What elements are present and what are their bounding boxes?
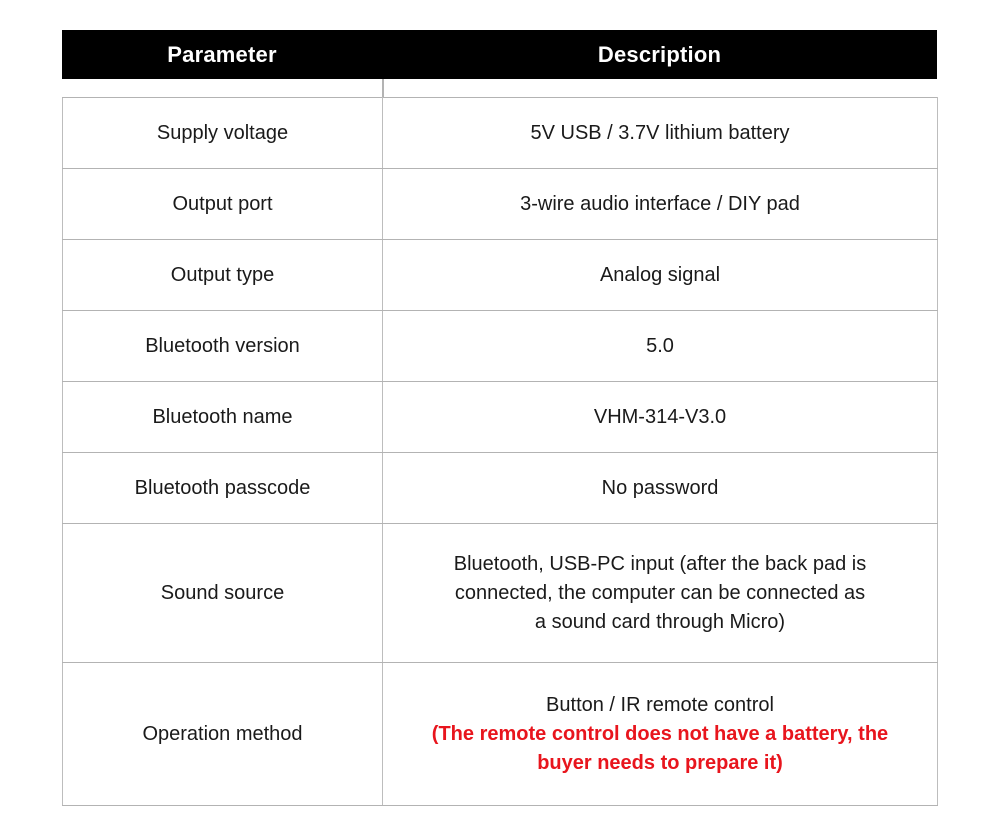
cell-parameter: Sound source [62, 523, 383, 663]
table-row: Output port 3-wire audio interface / DIY … [62, 168, 938, 240]
table-row: Bluetooth name VHM-314-V3.0 [62, 381, 938, 453]
cell-parameter: Bluetooth version [62, 310, 383, 382]
cell-parameter: Bluetooth passcode [62, 452, 383, 524]
description-note-line: buyer needs to prepare it) [537, 751, 783, 774]
cell-description: No password [382, 452, 938, 524]
description-note-line: (The remote control does not have a batt… [431, 722, 889, 745]
table-body: Supply voltage 5V USB / 3.7V lithium batt… [62, 97, 938, 806]
description-line: 3-wire audio interface / DIY pad [520, 192, 800, 215]
table-row: Bluetooth version 5.0 [62, 310, 938, 382]
column-header-parameter: Parameter [167, 41, 277, 67]
column-header-description: Description [597, 41, 722, 67]
description-line: 5V USB / 3.7V lithium battery [530, 121, 790, 144]
description-line: VHM-314-V3.0 [593, 405, 727, 428]
cell-description: 5.0 [382, 310, 938, 382]
table-header-row: Parameter Description [62, 30, 937, 79]
cell-description: Bluetooth, USB-PC input (after the back … [382, 523, 938, 663]
cell-parameter: Output type [62, 239, 383, 311]
cell-description: 5V USB / 3.7V lithium battery [382, 97, 938, 169]
table-row: Output type Analog signal [62, 239, 938, 311]
cell-parameter: Bluetooth name [62, 381, 383, 453]
cell-parameter: Output port [62, 168, 383, 240]
cell-description: Analog signal [382, 239, 938, 311]
header-column-divider [382, 79, 384, 98]
description-line: Analog signal [599, 263, 721, 286]
cell-parameter: Operation method [62, 662, 383, 806]
cell-description: Button / IR remote control (The remote co… [382, 662, 938, 806]
description-line: Button / IR remote control [546, 693, 774, 716]
specification-table: Supply voltage 5V USB / 3.7V lithium batt… [62, 97, 938, 806]
cell-parameter: Supply voltage [62, 97, 383, 169]
table-row: Bluetooth passcode No password [62, 452, 938, 524]
description-line: Bluetooth, USB-PC input (after the back … [453, 552, 867, 575]
table-row: Supply voltage 5V USB / 3.7V lithium batt… [62, 97, 938, 169]
description-line: No password [601, 476, 719, 499]
description-line: connected, the computer can be connected… [454, 581, 866, 604]
table-row: Sound source Bluetooth, USB-PC input (aft… [62, 523, 938, 663]
description-line: a sound card through Micro) [534, 610, 786, 633]
cell-description: VHM-314-V3.0 [382, 381, 938, 453]
description-line: 5.0 [646, 334, 674, 357]
cell-description: 3-wire audio interface / DIY pad [382, 168, 938, 240]
